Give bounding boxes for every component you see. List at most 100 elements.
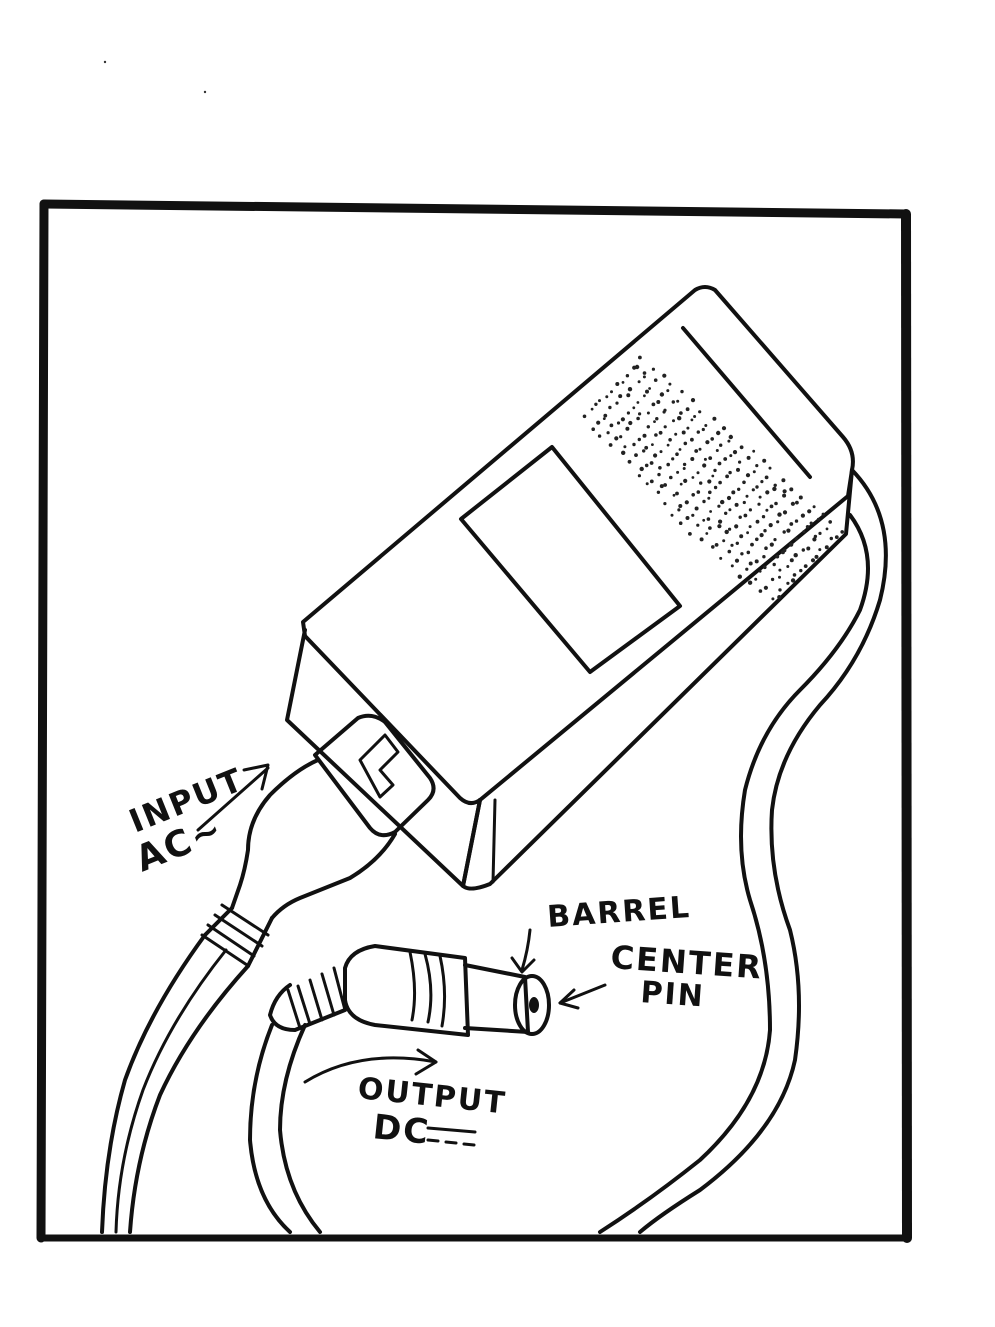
vent-dot [628, 420, 633, 426]
vent-dot [642, 433, 647, 438]
vent-dot [672, 419, 675, 423]
vent-dot [677, 508, 681, 512]
vent-dot [658, 466, 662, 470]
vent-dot [663, 483, 667, 487]
vent-dot [746, 550, 751, 555]
vent-dot [699, 481, 703, 485]
vent-dot [713, 468, 717, 473]
vent-dot [672, 493, 676, 497]
vent-dot [728, 527, 732, 531]
vent-dot [678, 448, 682, 451]
vent-dot [659, 392, 665, 397]
vent-dot [717, 504, 721, 508]
vent-dot [759, 533, 764, 538]
vent-dot [755, 537, 759, 542]
vent-dot [789, 522, 794, 526]
vent-dot [825, 527, 829, 531]
vent-dot [776, 520, 780, 524]
vent-dot [743, 513, 748, 518]
vent-dot [748, 525, 752, 529]
vent-dot [627, 387, 633, 392]
vent-dot [708, 490, 712, 495]
vent-dot [765, 508, 769, 512]
vent-dot [721, 426, 727, 431]
vent-dot [761, 515, 766, 519]
vent-dot [734, 524, 739, 529]
vent-dot [786, 565, 790, 568]
vent-dot [663, 502, 667, 506]
ac-input-plug [100, 713, 436, 1234]
vent-dot [702, 499, 706, 504]
vent-dot [646, 411, 650, 415]
vent-dot [773, 538, 777, 542]
vent-dot [674, 432, 678, 436]
vent-dot [683, 441, 688, 446]
vent-dot [671, 400, 675, 404]
vent-dot [591, 427, 595, 432]
vent-dot [751, 488, 755, 492]
vent-dot [707, 479, 712, 484]
vent-dot [712, 416, 717, 421]
vent-dot [754, 577, 758, 581]
vent-dot [746, 455, 751, 460]
vent-dot [698, 410, 702, 414]
vent-dot [636, 401, 640, 404]
vent-dot [644, 445, 649, 450]
vent-dot [746, 531, 749, 535]
vent-dot [801, 548, 805, 552]
vent-dot [727, 439, 731, 443]
vent-dot [727, 549, 732, 554]
vent-dot [684, 500, 689, 505]
output-arrow [303, 1056, 438, 1084]
vent-dot [774, 501, 778, 506]
vent-dot [792, 573, 797, 577]
vent-dot [768, 466, 772, 470]
vent-dot [740, 552, 744, 556]
vent-dot [610, 390, 613, 394]
vent-dot [696, 490, 701, 494]
vent-dot [658, 430, 663, 435]
vent-dot [812, 505, 816, 509]
vent-dot [701, 427, 705, 432]
vent-dot [782, 510, 788, 515]
vent-dot [627, 459, 632, 464]
vent-dot [670, 513, 674, 517]
vent-dot [745, 567, 749, 571]
vent-dot [706, 517, 711, 521]
vent-dot [745, 473, 751, 478]
vent-dot [675, 452, 679, 457]
vent-dot [789, 487, 794, 492]
vent-dot [690, 437, 694, 442]
vent-dot [623, 445, 627, 449]
vent-dot [794, 536, 799, 541]
dc-label: DC [371, 1107, 432, 1153]
vent-dot [637, 437, 641, 442]
vent-dot [810, 558, 816, 563]
vent-dot [824, 545, 829, 550]
vent-dot [777, 512, 782, 517]
vent-dot [653, 420, 656, 423]
vent-dot [818, 531, 822, 536]
vent-dot [625, 426, 630, 431]
vent-dot [637, 380, 641, 384]
vent-dot [735, 541, 739, 545]
vent-dot [739, 445, 744, 450]
vent-dot [758, 495, 762, 499]
input-arrow [196, 766, 270, 832]
vent-dot [708, 456, 713, 460]
vent-dot [704, 424, 708, 427]
vent-dot [765, 490, 770, 495]
vent-dot [678, 504, 683, 508]
vent-dot [615, 401, 619, 405]
vent-dot [636, 416, 640, 421]
vent-dot [705, 440, 710, 445]
vent-dot [686, 426, 690, 430]
vent-grille [582, 355, 844, 601]
vent-dot [638, 412, 642, 416]
vent-dot [659, 450, 663, 454]
vent-dot [788, 542, 794, 547]
vent-dot [608, 443, 613, 447]
vent-dot [762, 555, 766, 559]
vent-dot [795, 500, 799, 505]
vent-dot [688, 532, 692, 536]
